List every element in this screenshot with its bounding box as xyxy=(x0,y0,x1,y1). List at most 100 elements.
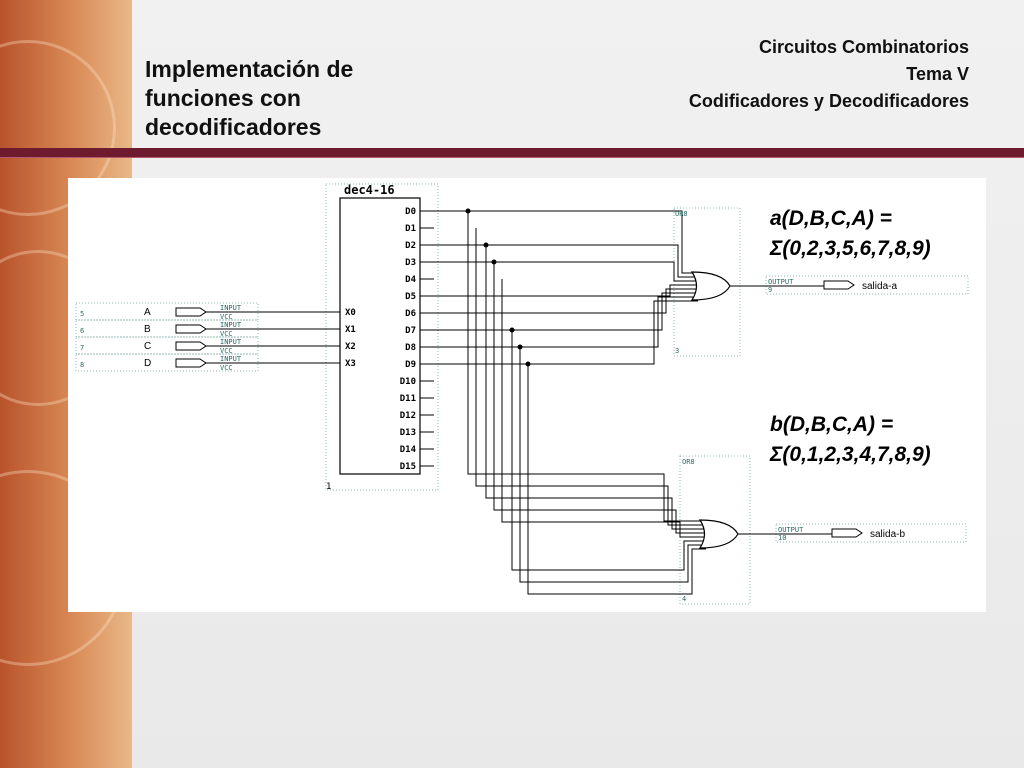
gate-a-outline xyxy=(673,207,741,357)
decoder-output-label: D11 xyxy=(400,394,416,404)
decoder-schematic: dec4-161D0D1D2D3D4D5D6D7D8D9D10D11D12D13… xyxy=(75,183,969,605)
slide-title: Implementación de funciones con decodifi… xyxy=(145,55,405,142)
input-pin-symbol xyxy=(175,358,207,368)
decoder-output-label: D8 xyxy=(405,343,416,353)
decoder-output-label: D4 xyxy=(405,275,416,285)
decoder-input-label: X3 xyxy=(345,359,356,369)
input-pin-vcc: VCC xyxy=(220,364,233,372)
decoder-output-label: D12 xyxy=(400,411,416,421)
input-pin-outline xyxy=(75,302,259,321)
wire-junction xyxy=(517,344,523,350)
wire-junction xyxy=(465,208,471,214)
input-pin-number: 8 xyxy=(80,361,84,369)
input-pin-outline xyxy=(75,336,259,355)
gate-a-input-wire xyxy=(434,210,698,274)
output-b-pin: 10 xyxy=(778,534,786,542)
input-pin-label: A xyxy=(144,307,151,318)
wires xyxy=(206,208,832,595)
output-a-pin: 9 xyxy=(768,286,772,294)
output-a-outline xyxy=(765,275,969,295)
decoder-output-label: D15 xyxy=(400,462,416,472)
slide-title-line: decodificadores xyxy=(145,114,322,140)
decoder-input-label: X0 xyxy=(345,308,356,318)
output-a-tag: OUTPUT xyxy=(768,278,794,286)
components xyxy=(175,197,863,549)
decoder-output-label: D3 xyxy=(405,258,416,268)
slide-title-line: Implementación de xyxy=(145,56,354,82)
output-b-symbol xyxy=(831,528,863,538)
topic-number: Tema V xyxy=(906,64,969,84)
gate-a-input-wire xyxy=(434,292,698,331)
gate-a-type: OR8 xyxy=(675,210,688,218)
input-pin-number: 5 xyxy=(80,310,84,318)
gate-b-input-wire xyxy=(475,228,706,526)
wire-junction xyxy=(509,327,515,333)
decoder-input-label: X2 xyxy=(345,342,356,352)
course-name: Circuitos Combinatorios xyxy=(758,37,969,57)
gate-a-instance: 3 xyxy=(675,347,679,355)
or-gate-a xyxy=(690,271,731,301)
gate-a-input-wire xyxy=(434,284,698,297)
or-gate-b xyxy=(698,519,739,549)
input-pin-number: 7 xyxy=(80,344,84,352)
input-pin-vcc: VCC xyxy=(220,330,233,338)
decoder-outline xyxy=(325,183,439,491)
gate-b-type: OR8 xyxy=(682,458,695,466)
gate-b-input-wire xyxy=(519,347,706,583)
gate-b-input-wire xyxy=(501,279,706,538)
header-divider xyxy=(0,148,1024,157)
course-info: Circuitos Combinatorios Tema V Codificad… xyxy=(689,34,969,115)
input-pin-symbol xyxy=(175,341,207,351)
input-pin-label: B xyxy=(144,324,151,335)
input-pin-symbol xyxy=(175,307,207,317)
input-pin-tag: INPUT xyxy=(220,304,242,312)
decoder-input-label: X1 xyxy=(345,325,356,335)
input-pin-outline xyxy=(75,353,259,372)
decoder-output-label: D13 xyxy=(400,428,416,438)
decoder-name: dec4-16 xyxy=(344,183,395,197)
wire-junction xyxy=(483,242,489,248)
formula-a-lhs: a(D,B,C,A) = xyxy=(770,207,892,230)
decoder-output-label: D1 xyxy=(405,224,416,234)
formula-b-sum: Σ(0,1,2,3,4,7,8,9) xyxy=(770,443,931,466)
gate-a-input-wire xyxy=(434,261,698,282)
decoder-output-label: D0 xyxy=(405,207,416,217)
topic-name: Codificadores y Decodificadores xyxy=(688,91,969,111)
formula-a: a(D,B,C,A) = Σ(0,2,3,5,6,7,8,9) xyxy=(770,204,931,264)
output-a-symbol xyxy=(823,280,855,290)
gate-b-instance: 4 xyxy=(682,595,686,603)
gate-b-input-wire xyxy=(467,211,706,522)
dotted-outlines xyxy=(75,183,969,605)
wire-junction xyxy=(525,361,531,367)
input-pin-number: 6 xyxy=(80,327,84,335)
input-pin-tag: INPUT xyxy=(220,321,242,329)
output-b-label: salida-b xyxy=(870,529,905,540)
decoder-output-label: D7 xyxy=(405,326,416,336)
gate-b-input-wire xyxy=(485,245,706,530)
formula-b: b(D,B,C,A) = Σ(0,1,2,3,4,7,8,9) xyxy=(770,410,931,470)
slide-title-line: funciones con xyxy=(145,85,301,111)
decoder-output-label: D9 xyxy=(405,360,416,370)
gate-a-input-wire xyxy=(434,244,698,278)
schematic-labels: dec4-161D0D1D2D3D4D5D6D7D8D9D10D11D12D13… xyxy=(80,183,905,603)
gate-b-input-wire xyxy=(493,262,706,534)
input-pin-tag: INPUT xyxy=(220,338,242,346)
decoder-instance: 1 xyxy=(326,482,331,492)
wire-junction xyxy=(491,259,497,265)
decoder-output-label: D14 xyxy=(400,445,417,455)
input-pin-vcc: VCC xyxy=(220,347,233,355)
gate-a-input-wire xyxy=(434,296,698,348)
output-a-label: salida-a xyxy=(862,281,897,292)
output-b-tag: OUTPUT xyxy=(778,526,804,534)
decoder-output-label: D10 xyxy=(400,377,416,387)
input-pin-vcc: VCC xyxy=(220,313,233,321)
input-pin-tag: INPUT xyxy=(220,355,242,363)
output-b-outline xyxy=(775,523,967,543)
gate-b-input-wire xyxy=(511,330,706,571)
decoder-output-label: D6 xyxy=(405,309,416,319)
formula-b-lhs: b(D,B,C,A) = xyxy=(770,413,894,436)
decoder-block xyxy=(339,197,421,475)
input-pin-label: C xyxy=(144,341,151,352)
gate-b-input-wire xyxy=(527,364,706,595)
